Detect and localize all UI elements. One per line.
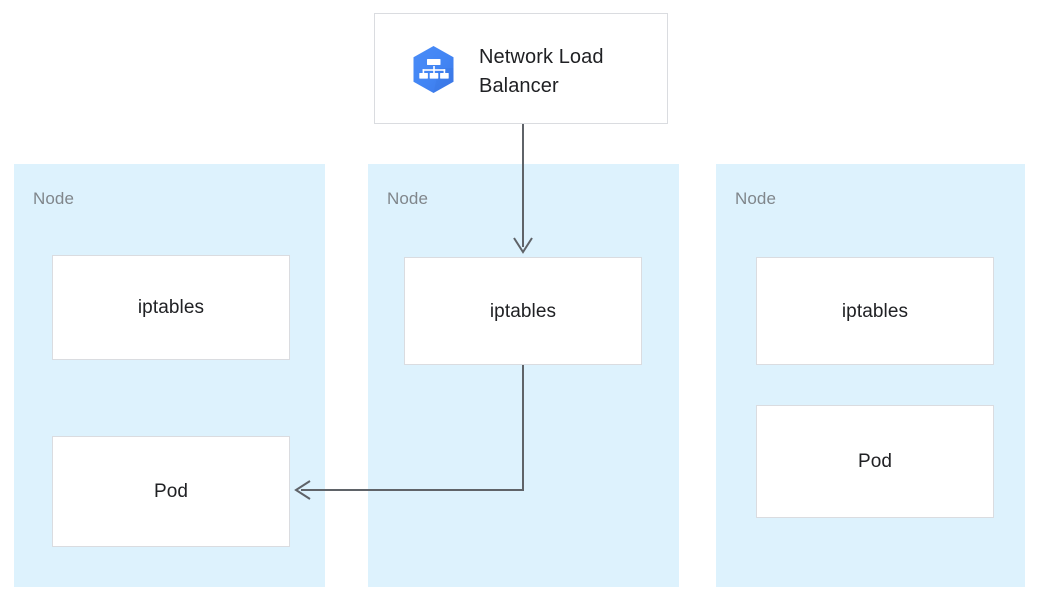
node-panel-middle: Node — [368, 164, 679, 587]
iptables-box-label: iptables — [137, 297, 205, 318]
pod-box-label: Pod — [153, 481, 189, 502]
iptables-box-right[interactable]: iptables — [756, 257, 994, 365]
node-label-middle: Node — [387, 189, 429, 208]
iptables-box-middle[interactable]: iptables — [404, 257, 642, 365]
pod-box-label: Pod — [857, 451, 893, 472]
node-label-right: Node — [735, 189, 777, 208]
network-load-balancer-icon — [408, 44, 459, 95]
iptables-box-left[interactable]: iptables — [52, 255, 290, 360]
node-panel-right: Node — [716, 164, 1025, 587]
network-load-balancer-card[interactable]: Network Load Balancer — [374, 13, 668, 124]
pod-box-right[interactable]: Pod — [756, 405, 994, 518]
iptables-box-label: iptables — [489, 300, 557, 322]
iptables-box-label: iptables — [841, 300, 909, 322]
node-label-left: Node — [33, 189, 75, 208]
network-load-balancer-label: Network Load Balancer — [479, 46, 604, 97]
pod-box-left[interactable]: Pod — [52, 436, 290, 547]
